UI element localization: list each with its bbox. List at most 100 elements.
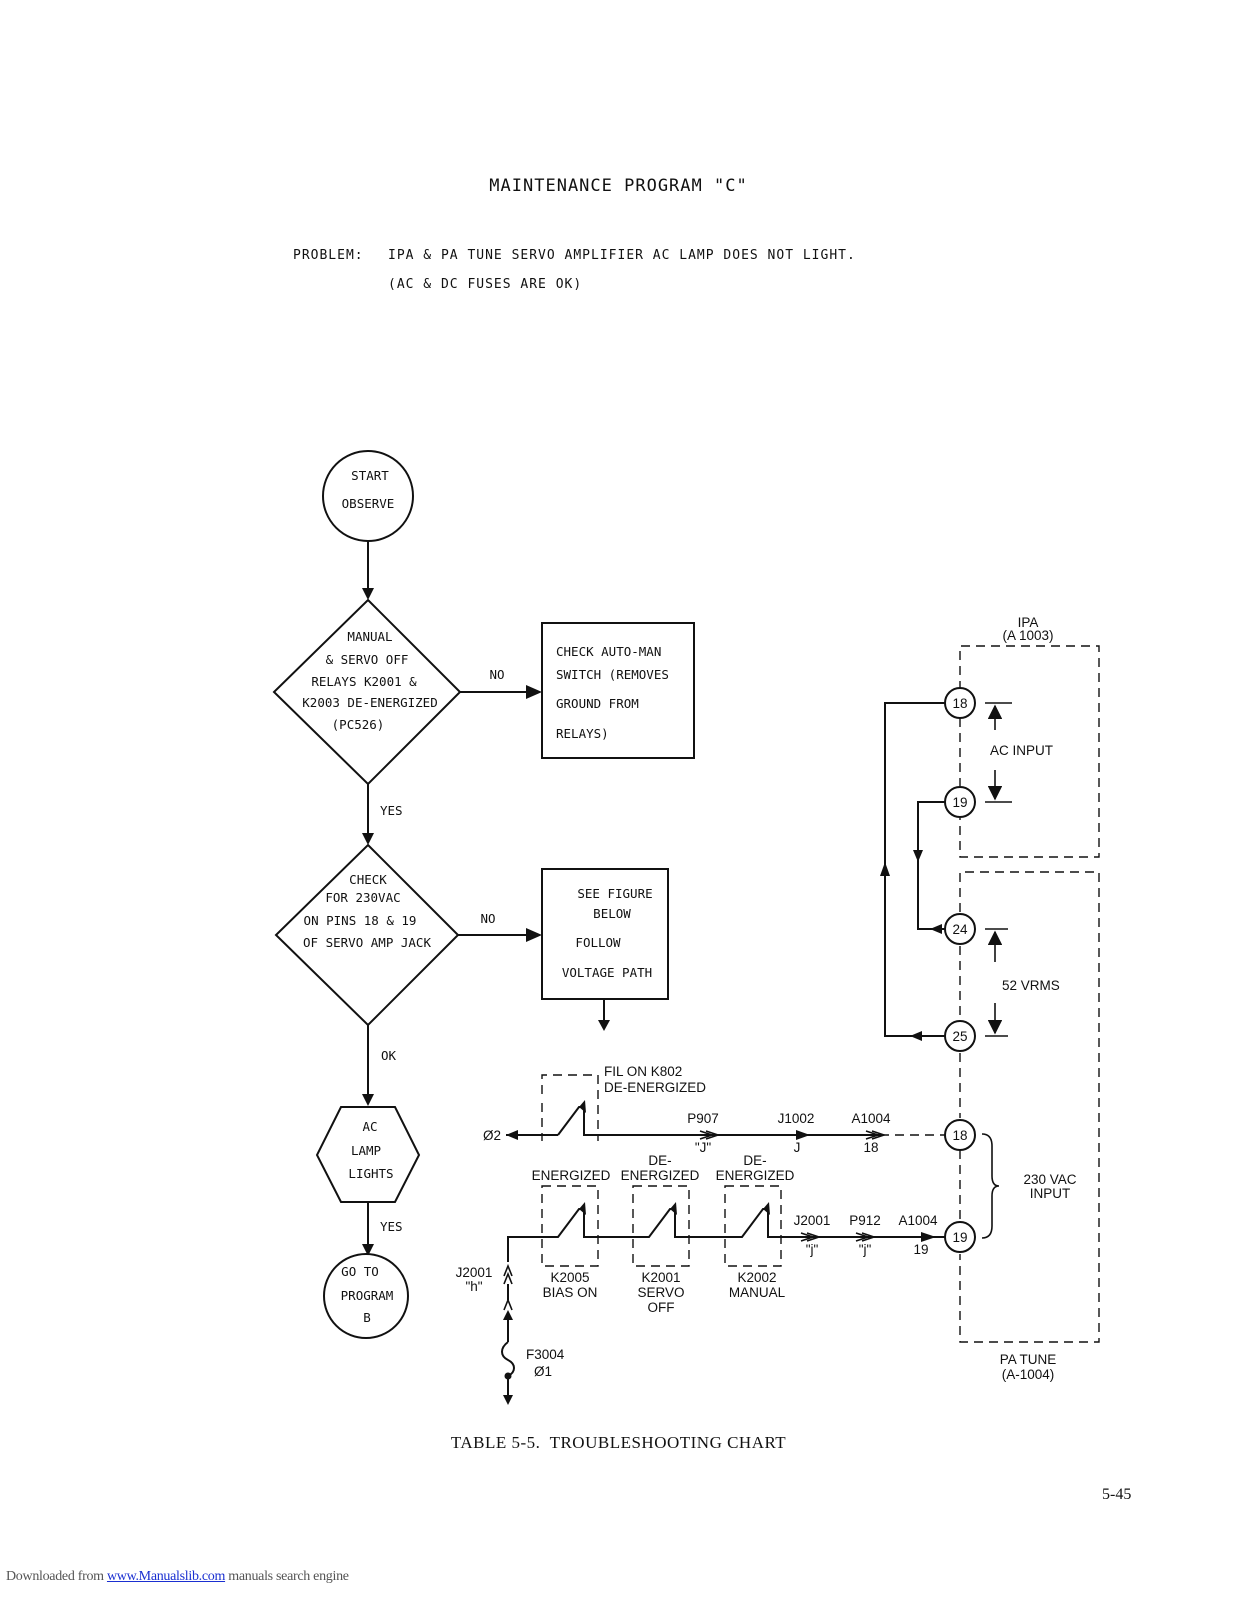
action-see-figure	[541, 868, 669, 1000]
k2002-enclosure	[724, 1185, 782, 1267]
contact-marker	[763, 1202, 770, 1215]
action1-line: GROUND FROM	[556, 696, 639, 711]
pin-label: 18	[952, 696, 967, 711]
k2001-label: K2001	[641, 1270, 680, 1285]
ipa-ref: (A 1003)	[1002, 628, 1053, 643]
flow-arrow	[526, 685, 542, 699]
action2-line: VOLTAGE PATH	[562, 965, 652, 980]
decision1-line: K2003 DE-ENERGIZED	[302, 695, 437, 710]
connector-chevron	[503, 1310, 513, 1320]
pin-label: 18	[952, 1128, 967, 1143]
connector-chevron	[921, 1232, 936, 1242]
connector-chevron	[705, 1130, 721, 1140]
footer-prefix: Downloaded from	[6, 1569, 107, 1584]
ipa-enclosure	[959, 645, 1100, 858]
j2001-pin: "j"	[806, 1242, 819, 1257]
j1002-label: J1002	[778, 1111, 815, 1126]
pin-label: 24	[952, 922, 968, 937]
hexagon-yes-label: YES	[380, 1219, 403, 1234]
decision1-line: & SERVO OFF	[326, 652, 409, 667]
connector-chevron	[861, 1232, 877, 1242]
contact-marker	[579, 1100, 586, 1113]
action1-line: SWITCH (REMOVES	[556, 667, 669, 682]
k2001-enclosure	[632, 1185, 690, 1267]
connector-chevron	[699, 1130, 715, 1140]
flow-arrow	[362, 833, 374, 845]
k2005-state: ENERGIZED	[532, 1168, 611, 1183]
k2001-label: OFF	[648, 1300, 675, 1315]
connector-chevron	[800, 1232, 816, 1242]
p912-label: P912	[849, 1213, 881, 1228]
k2005-enclosure	[541, 1185, 599, 1267]
connector-chevron	[871, 1130, 887, 1140]
page-number: 5-45	[1102, 1486, 1132, 1503]
p907-label: P907	[687, 1111, 719, 1126]
connector-chevron	[503, 1263, 513, 1277]
wire-arrow	[910, 1031, 922, 1041]
connector-chevron	[503, 1297, 513, 1311]
j2001-label: J2001	[794, 1213, 831, 1228]
action-check-auto-man	[541, 622, 695, 759]
observe-label: OBSERVE	[342, 496, 395, 511]
k2001-state: ENERGIZED	[621, 1168, 700, 1183]
flow-arrow	[526, 928, 542, 942]
hexagon-line: LIGHTS	[348, 1166, 393, 1181]
decision2-line: ON PINS 18 & 19	[304, 913, 417, 928]
problem-statement: IPA & PA TUNE SERVO AMPLIFIER AC LAMP DO…	[388, 248, 856, 263]
ac-input-label: AC INPUT	[990, 743, 1053, 758]
connector-chevron	[503, 1271, 513, 1285]
wire-arrow	[506, 1130, 518, 1140]
contact-marker	[670, 1202, 677, 1215]
j1002-pin: J	[794, 1140, 801, 1155]
decision2-ok-label: OK	[381, 1048, 397, 1063]
figure-caption: TABLE 5-5. TROUBLESHOOTING CHART	[450, 1433, 787, 1452]
a1004-label: A1004	[851, 1111, 891, 1126]
flow-arrow	[362, 1244, 374, 1256]
vac-label: INPUT	[1030, 1186, 1071, 1201]
wire-arrow	[930, 924, 942, 934]
decision1-line: (PC526)	[332, 717, 385, 732]
problem-note: (AC & DC FUSES ARE OK)	[388, 277, 583, 292]
a1004-pin: 18	[863, 1140, 878, 1155]
connector-chevron	[855, 1232, 871, 1242]
decision1-no-label: NO	[489, 667, 504, 682]
pin-label: 19	[952, 1230, 967, 1245]
p912-pin: "j"	[859, 1242, 872, 1257]
page-title: MAINTENANCE PROGRAM "C"	[489, 176, 748, 196]
action1-line: CHECK AUTO-MAN	[556, 644, 661, 659]
flow-arrow	[598, 1020, 610, 1031]
decision1-yes-label: YES	[380, 803, 403, 818]
a1004-label: A1004	[898, 1213, 938, 1228]
footer-suffix: manuals search engine	[225, 1569, 349, 1584]
contact-marker	[579, 1202, 586, 1215]
connector-chevron	[865, 1130, 881, 1140]
pa-tune-label: PA TUNE	[1000, 1352, 1057, 1367]
k2002-label: MANUAL	[729, 1285, 786, 1300]
decision2-line: FOR 230VAC	[325, 890, 400, 905]
hexagon-line: AC	[362, 1119, 377, 1134]
k2002-state: ENERGIZED	[716, 1168, 795, 1183]
action1-line: RELAYS)	[556, 726, 609, 741]
connector-chevron	[806, 1232, 822, 1242]
pa-tune-ref: (A-1004)	[1002, 1367, 1055, 1382]
wire-arrow	[880, 862, 890, 876]
vrms-label: 52 VRMS	[1002, 978, 1060, 993]
p907-pin: "J"	[695, 1140, 712, 1155]
flow-arrow	[362, 1094, 374, 1106]
decision-relays	[272, 598, 462, 786]
download-footer: Downloaded from www.Manualslib.com manua…	[6, 1569, 349, 1585]
pa-tune-enclosure	[959, 871, 1100, 1343]
node-01-label: Ø1	[534, 1364, 552, 1379]
action2-line: FOLLOW	[575, 935, 621, 950]
fil-label: DE-ENERGIZED	[604, 1080, 706, 1095]
f3004-label: F3004	[526, 1347, 565, 1362]
k2002-state: DE-	[743, 1153, 766, 1168]
wire-arrow	[913, 850, 923, 862]
manualslib-link[interactable]: www.Manualslib.com	[106, 1569, 226, 1584]
flow-arrow	[362, 588, 374, 600]
goto-line: PROGRAM	[341, 1288, 394, 1303]
k2001-label: SERVO	[637, 1285, 684, 1300]
a1004-pin: 19	[913, 1242, 928, 1257]
goto-line: GO TO	[341, 1264, 379, 1279]
